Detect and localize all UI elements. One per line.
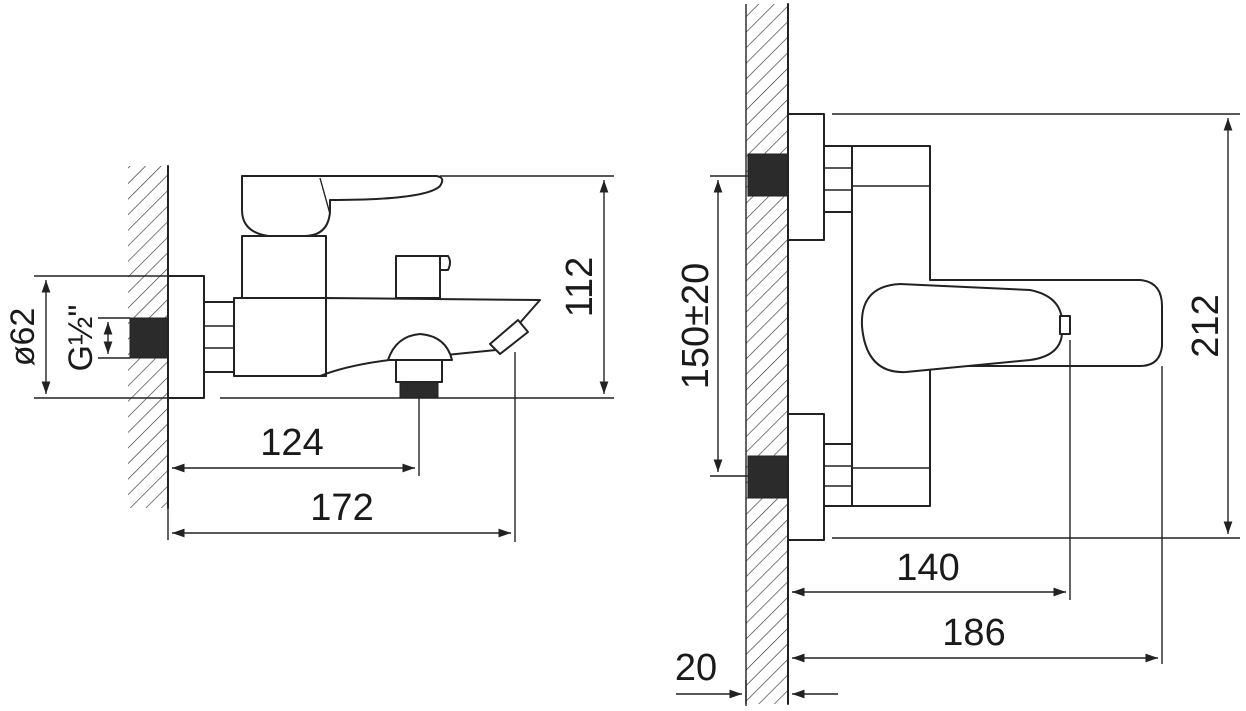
- escutcheon-top: [787, 113, 825, 241]
- eccentric-nut-left: [203, 301, 235, 373]
- side-view: ø62 G½" 112 124 172: [4, 165, 614, 542]
- mixer-body-side: [233, 297, 327, 377]
- inlet-thread-left: [129, 317, 171, 359]
- dim-inlet-centers: 150±20: [675, 263, 717, 390]
- dim-spout-outlet: 124: [260, 422, 323, 464]
- wall-hatch-right: [746, 4, 788, 704]
- dim-height-front: 212: [1185, 294, 1227, 357]
- inlet-thread-top: [747, 153, 791, 197]
- dim-thread-size: G½": [62, 305, 100, 372]
- dim-wall-thickness: 20: [675, 647, 717, 689]
- shower-outlet-cap: [387, 333, 453, 361]
- escutcheon-left: [167, 275, 205, 399]
- front-view: 212 150±20 140 186 20: [675, 3, 1240, 706]
- dim-lever-reach: 140: [896, 547, 959, 589]
- cartridge-housing: [241, 235, 327, 299]
- nut-bottom: [823, 443, 853, 507]
- diverter-knob: [395, 255, 441, 299]
- spout-outlet: [489, 319, 529, 355]
- dim-total-depth: 186: [942, 612, 1005, 654]
- inlet-thread-bottom: [747, 455, 791, 499]
- dim-spout-reach: 172: [310, 487, 373, 529]
- escutcheon-bottom: [787, 413, 825, 541]
- dim-diameter: ø62: [4, 308, 42, 367]
- shower-thread: [399, 381, 439, 399]
- dim-height-side: 112: [559, 257, 601, 318]
- lever-handle-front: [860, 283, 1063, 374]
- lever-handle-side: [241, 175, 444, 237]
- nut-top: [823, 145, 853, 213]
